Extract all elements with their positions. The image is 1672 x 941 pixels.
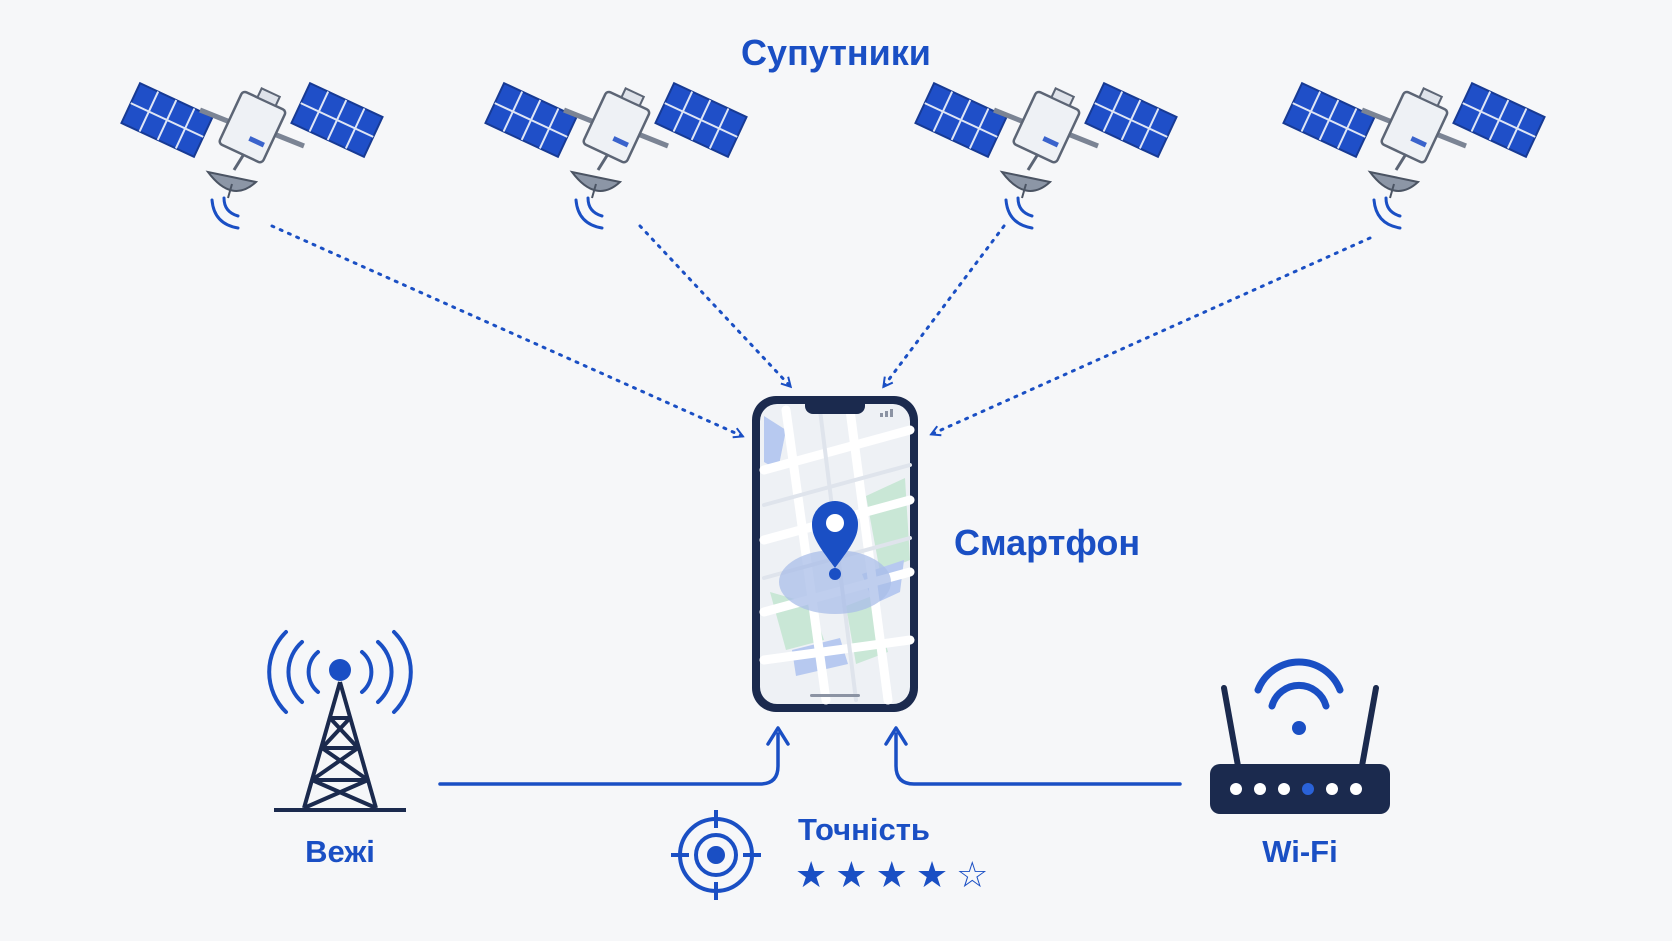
location-pin-icon [812,501,858,580]
satellite-icon [1283,82,1544,228]
star-filled-icon: ★ [875,855,916,896]
star-empty-icon: ☆ [956,855,997,896]
satellite-3 [915,82,1176,228]
cell-tower-icon [267,630,413,812]
star-filled-icon: ★ [915,855,957,896]
tower-arrow-head [766,726,790,746]
satellite-4 [1283,82,1544,228]
map-screen [759,405,915,705]
accuracy-rating: ★★★★☆ [795,856,996,896]
wifi-arrow-head [884,726,908,746]
satellite-1 [121,82,382,228]
target-icon [671,810,761,900]
accuracy-label: Точність [798,812,930,847]
smartphone-label: Смартфон [954,522,1141,563]
wifi-label: Wi-Fi [1262,834,1338,869]
signal-arrow-4 [932,236,1372,434]
satellite-2 [485,82,746,228]
signal-arrow-2 [638,224,790,386]
satellites-title: Супутники [741,32,931,73]
tower-connection [438,732,780,786]
smartphone [752,396,918,712]
towers-label: Вежі [305,834,375,869]
wifi-signal-icon [1292,721,1306,735]
star-filled-icon: ★ [835,855,876,896]
wifi-connection [894,732,1182,786]
satellite-icon [915,82,1176,228]
satellite-icon [121,82,382,228]
satellite-icon [485,82,746,228]
signal-arrow-1 [270,224,742,436]
accuracy-area [779,550,891,614]
star-filled-icon: ★ [795,855,836,896]
wifi-router-icon [1210,658,1390,814]
signal-arrow-3 [884,224,1006,386]
